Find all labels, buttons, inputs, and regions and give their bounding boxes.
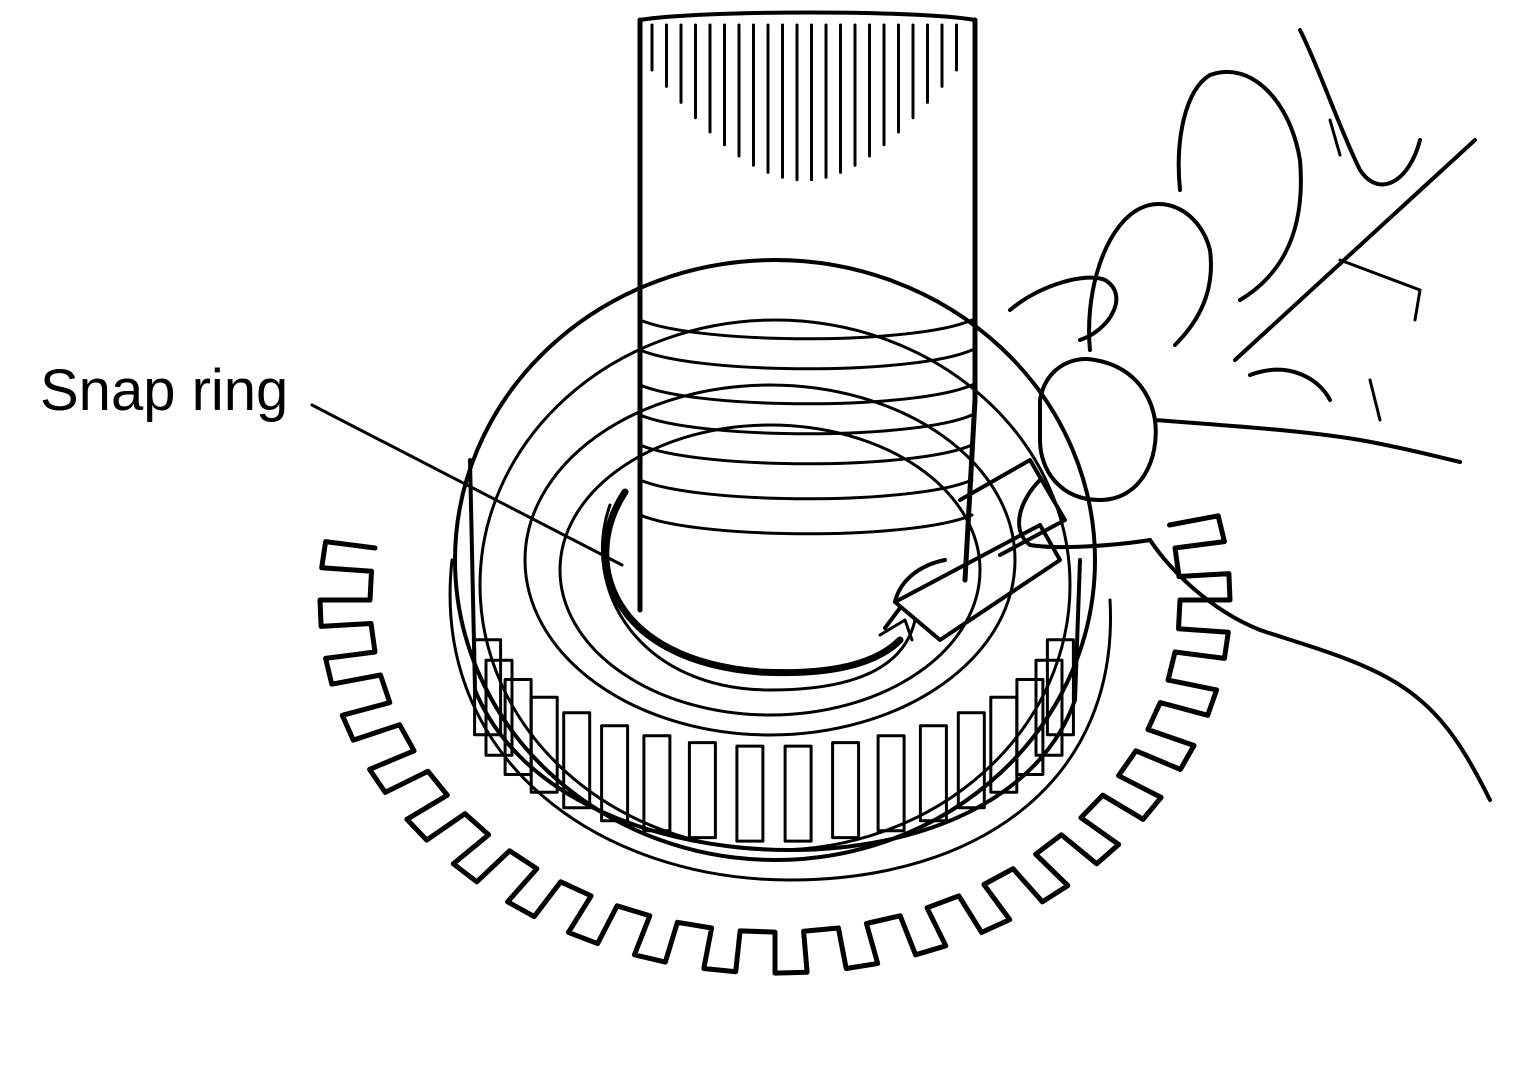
drum-spline	[473, 638, 503, 737]
output-shaft	[637, 10, 978, 613]
drum-spline	[876, 734, 906, 833]
drum-spline	[484, 658, 514, 757]
shaft-groove	[638, 413, 974, 436]
shaft-groove	[638, 443, 974, 466]
shaft-groove	[638, 383, 974, 406]
drum-spline	[783, 744, 813, 843]
hand	[1008, 28, 1492, 802]
drum-spline	[687, 741, 717, 840]
drum-spline	[918, 724, 948, 823]
clutch-drum	[453, 258, 1097, 862]
drum-spline	[529, 695, 559, 794]
screwdriver	[883, 458, 1067, 642]
snap-ring-label: Snap ring	[40, 358, 289, 423]
shaft-groove	[638, 318, 974, 341]
drum-spline	[562, 711, 592, 810]
reluctor-ring	[317, 513, 1233, 976]
shaft-spline-teeth	[650, 23, 958, 182]
drum-spline	[1015, 678, 1045, 776]
drum-spline	[642, 734, 672, 833]
drum-spline	[735, 744, 765, 843]
drum-spline-teeth	[473, 638, 1075, 843]
shaft-groove	[638, 348, 974, 371]
shaft-grooves	[638, 318, 974, 536]
drum-spline	[831, 741, 861, 840]
drum-spline	[1034, 658, 1064, 757]
shaft-groove	[638, 478, 974, 501]
drum-spline	[600, 724, 630, 823]
snap-ring	[600, 488, 917, 692]
drum-spline	[1045, 638, 1075, 737]
shaft-groove	[638, 513, 974, 536]
callout-leader-line	[310, 403, 624, 567]
drum-spline	[956, 711, 986, 810]
